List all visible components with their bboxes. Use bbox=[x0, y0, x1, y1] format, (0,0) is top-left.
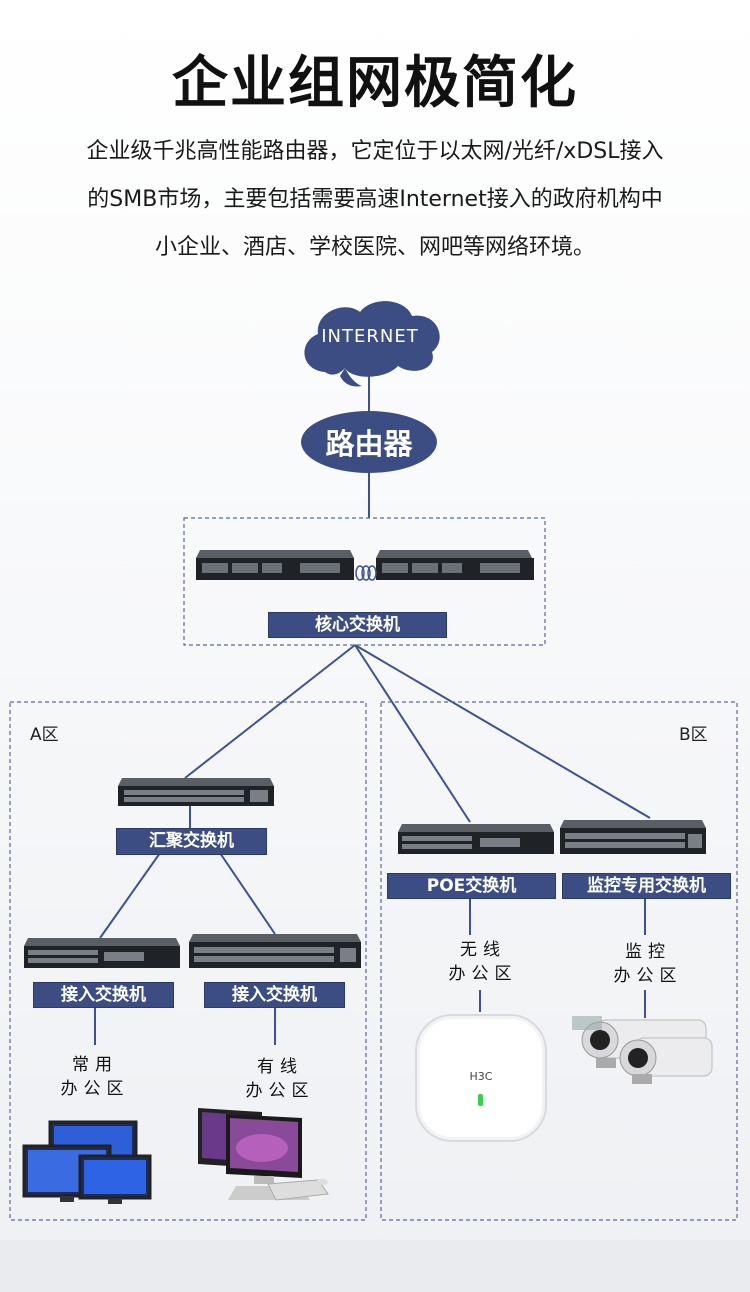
ap-brand-text: H3C bbox=[470, 1070, 493, 1083]
line-core-aggregation bbox=[184, 644, 356, 779]
connection-lines bbox=[94, 372, 651, 1045]
office-wireless-label: 无线 办公区 bbox=[433, 938, 533, 986]
office-wireless-line1: 无线 bbox=[460, 940, 506, 960]
monitors-icon bbox=[22, 1120, 152, 1204]
zone-b-label: B区 bbox=[679, 725, 708, 745]
line-agg-access1 bbox=[99, 852, 161, 939]
zone-b-box bbox=[380, 701, 738, 1221]
core-zone-box bbox=[183, 517, 546, 646]
office-wired-line1: 有线 bbox=[257, 1057, 303, 1077]
aggregation-switch-icon bbox=[118, 778, 274, 806]
line-core-monitor bbox=[354, 644, 651, 819]
router-node bbox=[301, 411, 437, 473]
poe-switch-icon bbox=[398, 824, 554, 854]
core-switch-icon bbox=[196, 550, 534, 581]
zone-a-label: A区 bbox=[30, 725, 59, 745]
zone-a-box bbox=[9, 701, 367, 1221]
access-switch-1-label: 接入交换机 bbox=[33, 982, 174, 1008]
core-switch-label: 核心交换机 bbox=[268, 612, 447, 638]
desktop-computers-icon bbox=[198, 1108, 329, 1201]
router-label: 路由器 bbox=[325, 427, 413, 461]
office-wired-line2: 办公区 bbox=[245, 1081, 315, 1101]
line-agg-access2 bbox=[219, 852, 276, 935]
office-wireless-line2: 办公区 bbox=[448, 964, 518, 984]
aggregation-switch-label: 汇聚交换机 bbox=[116, 828, 267, 855]
ap-led-icon bbox=[478, 1094, 483, 1106]
line-core-poe bbox=[354, 644, 471, 823]
description-line-2: 的SMB市场，主要包括需要高速Internet接入的政府机构中 bbox=[87, 187, 663, 212]
monitor-switch-label: 监控专用交换机 bbox=[562, 873, 731, 899]
office-monitor-line1: 监控 bbox=[625, 942, 671, 962]
internet-cloud-label: INTERNET bbox=[321, 326, 419, 347]
security-cameras-icon bbox=[572, 1016, 713, 1084]
access-switch-1-icon bbox=[24, 938, 180, 968]
access-switch-2-icon bbox=[189, 934, 361, 968]
bottom-band bbox=[0, 1240, 750, 1292]
poe-switch-label: POE交换机 bbox=[387, 873, 556, 899]
office-wired-label: 有线 办公区 bbox=[230, 1055, 330, 1103]
stack-link-icon bbox=[355, 565, 377, 581]
wireless-ap-icon: H3C bbox=[415, 1014, 547, 1142]
office-monitor-line2: 办公区 bbox=[613, 966, 683, 986]
office-common-line2: 办公区 bbox=[60, 1079, 130, 1099]
monitor-switch-icon bbox=[560, 820, 706, 854]
office-monitor-label: 监控 办公区 bbox=[598, 940, 698, 988]
page-title: 企业组网极简化 bbox=[172, 51, 578, 116]
access-switch-2-label: 接入交换机 bbox=[204, 982, 345, 1008]
cloud-icon bbox=[304, 301, 440, 387]
description-line-3: 小企业、酒店、学校医院、网吧等网络环境。 bbox=[154, 235, 595, 260]
office-common-label: 常用 办公区 bbox=[45, 1053, 145, 1101]
description-line-1: 企业级千兆高性能路由器，它定位于以太网/光纤/xDSL接入 bbox=[86, 139, 664, 164]
office-common-line1: 常用 bbox=[72, 1055, 118, 1075]
